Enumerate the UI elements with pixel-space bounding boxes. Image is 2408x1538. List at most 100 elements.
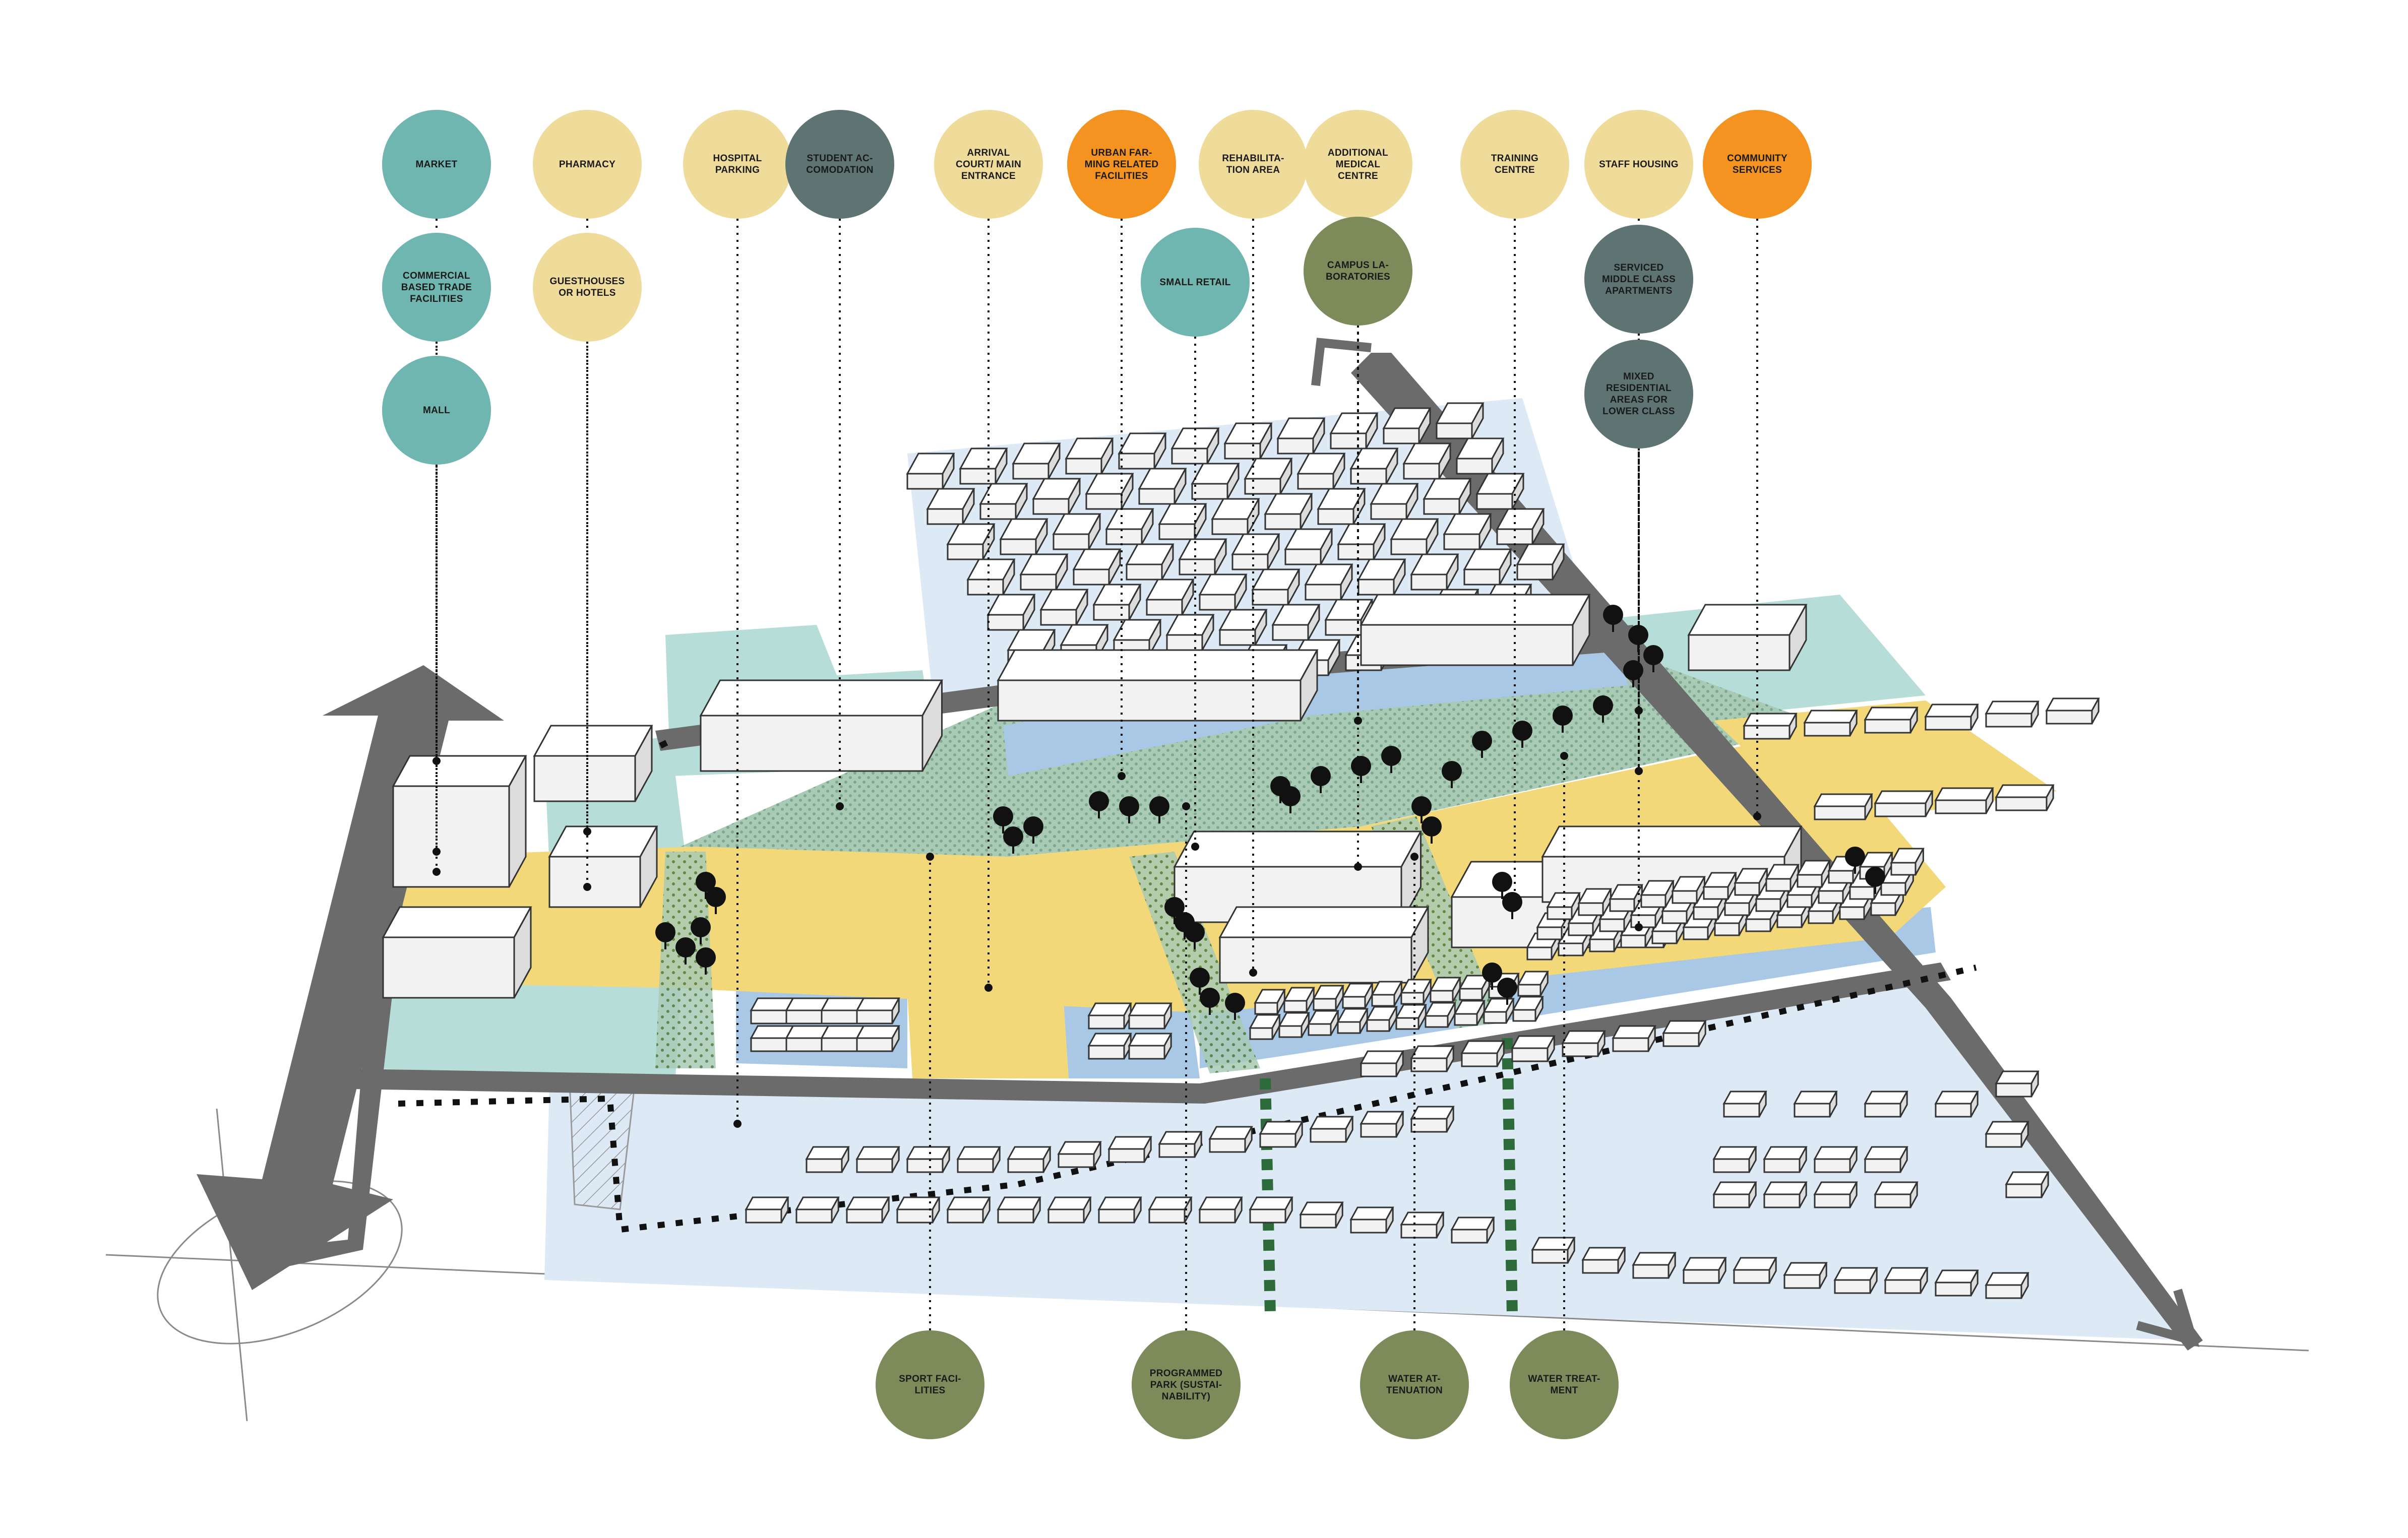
house	[1783, 1262, 1828, 1289]
house	[1092, 584, 1142, 621]
leader-dot	[984, 984, 993, 992]
house	[1450, 1216, 1495, 1244]
boundary-dotted-line	[398, 965, 1977, 1233]
house	[1138, 468, 1187, 505]
house	[1995, 784, 2055, 811]
house	[1460, 1040, 1505, 1067]
label-urban-farming: URBAN FAR- MING RELATED FACILITIES	[1084, 147, 1159, 181]
leader-dot	[1410, 853, 1418, 861]
zone-yellow-south	[907, 993, 1069, 1078]
bubble-mixed: MIXED RESIDENTIAL AREAS FOR LOWER CLASS	[1584, 340, 1693, 448]
house	[1733, 1257, 1777, 1284]
house	[1874, 1181, 1919, 1208]
house	[1475, 473, 1525, 510]
house	[1833, 1267, 1878, 1294]
leader-dot	[1249, 969, 1257, 977]
tree	[1190, 968, 1210, 995]
house	[1793, 1091, 1838, 1118]
house	[1682, 1257, 1727, 1284]
house	[1813, 1181, 1858, 1208]
label-serviced: SERVICED MIDDLE CLASS APARTMENTS	[1601, 262, 1676, 296]
house	[1259, 1121, 1304, 1148]
bubble-campus-labs: CAMPUS LA- BORATORIES	[1304, 217, 1412, 326]
house	[1561, 1030, 1606, 1057]
label-water-treatment: WATER TREAT- MENT	[1528, 1374, 1600, 1396]
house	[1864, 1091, 1908, 1118]
house	[1765, 864, 1800, 892]
building-block	[1687, 604, 1808, 671]
house	[1890, 848, 1925, 876]
leader-dot	[1191, 843, 1199, 851]
label-community: COMMUNITY SERVICES	[1727, 153, 1787, 175]
bubble-sport: SPORT FACI- LITIES	[876, 1330, 984, 1439]
house	[855, 1146, 900, 1173]
house	[1712, 1146, 1757, 1173]
bubble-pharmacy: PHARMACY	[533, 110, 642, 219]
house	[1366, 1006, 1398, 1032]
house	[1148, 1196, 1193, 1224]
house	[2005, 1171, 2050, 1198]
tree	[1422, 816, 1442, 844]
house	[1208, 1126, 1253, 1153]
house	[1337, 523, 1386, 560]
tree	[1351, 756, 1371, 783]
house	[1581, 1247, 1626, 1274]
building-slab	[699, 679, 944, 772]
tree	[655, 922, 675, 949]
house	[1632, 1252, 1677, 1279]
house	[1244, 458, 1293, 495]
house	[1128, 1033, 1172, 1060]
building-tower	[392, 755, 527, 888]
house	[1072, 548, 1122, 586]
tree	[1865, 867, 1885, 894]
house	[2045, 697, 2100, 725]
tree	[1225, 993, 1245, 1020]
arrow-west-axis	[197, 665, 504, 1290]
zone-mint-southwest	[363, 978, 681, 1078]
building-slab	[1360, 594, 1591, 666]
bubble-rehabilitation: REHABILITA- TION AREA	[1199, 110, 1308, 219]
house	[1458, 975, 1491, 1001]
zone-residential-south	[544, 973, 2193, 1340]
house	[1424, 1002, 1456, 1028]
house	[1390, 518, 1439, 555]
house	[1402, 442, 1452, 480]
house	[1047, 1196, 1092, 1224]
building-slab	[382, 906, 532, 999]
building-slab	[548, 825, 658, 908]
house	[1336, 1008, 1369, 1034]
leader-dot	[583, 883, 591, 891]
bubble-arrival: ARRIVAL COURT/ MAIN ENTRANCE	[934, 110, 1043, 219]
house	[1874, 790, 1934, 817]
house	[1349, 447, 1399, 485]
house	[997, 1196, 1041, 1224]
house	[1995, 1070, 2040, 1098]
house	[1307, 1010, 1339, 1036]
house	[795, 1196, 840, 1224]
house	[1435, 402, 1485, 439]
house	[1087, 1002, 1132, 1030]
house	[1763, 1146, 1808, 1173]
house	[1057, 1141, 1102, 1168]
tree	[1442, 761, 1462, 788]
tree	[696, 872, 716, 899]
building-slab	[997, 649, 1319, 722]
house	[1360, 1111, 1404, 1138]
building-slab	[533, 725, 653, 802]
house	[845, 1196, 890, 1224]
house	[926, 488, 975, 525]
bubble-urban-farming: URBAN FAR- MING RELATED FACILITIES	[1067, 110, 1176, 219]
house	[1264, 493, 1313, 530]
house	[1198, 1196, 1243, 1224]
house	[1517, 971, 1549, 997]
house	[1039, 589, 1089, 626]
label-sport: SPORT FACI- LITIES	[899, 1374, 961, 1396]
house	[1191, 463, 1240, 500]
house	[1813, 1146, 1858, 1173]
tree	[1023, 816, 1043, 844]
label-mixed: MIXED RESIDENTIAL AREAS FOR LOWER CLASS	[1602, 371, 1675, 417]
tree	[1512, 721, 1532, 748]
leader-dot	[1354, 863, 1362, 871]
tree	[1845, 847, 1865, 874]
